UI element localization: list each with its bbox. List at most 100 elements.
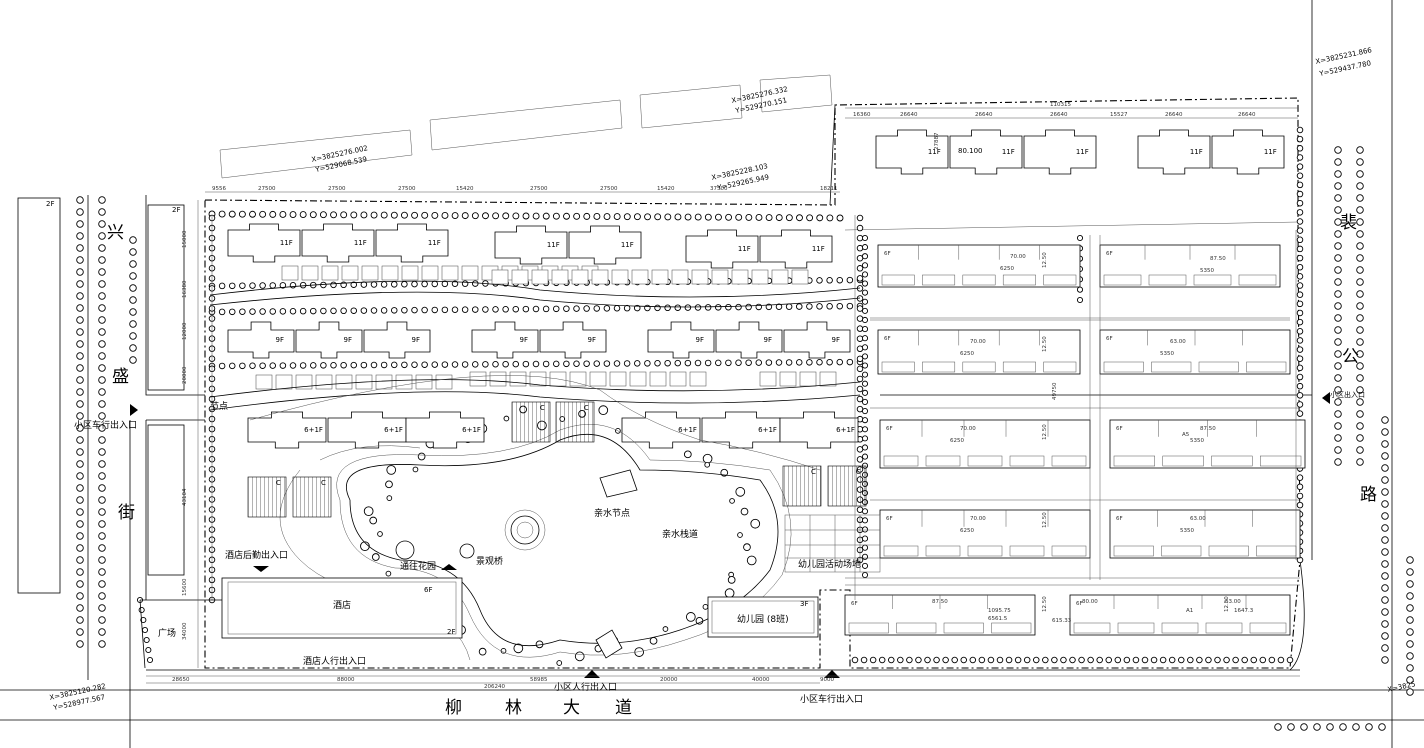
building — [471, 321, 539, 359]
street-tree — [98, 544, 106, 552]
tree — [684, 304, 692, 311]
villa-area: 6250 — [1000, 266, 1014, 272]
tree — [421, 211, 429, 219]
tree — [694, 213, 702, 221]
tree — [310, 362, 317, 369]
tree — [542, 305, 550, 313]
tree — [856, 305, 864, 312]
tree — [542, 360, 550, 368]
tree — [856, 315, 864, 322]
tree — [694, 359, 702, 367]
tree — [1150, 656, 1158, 664]
garage-label: C — [811, 468, 816, 476]
shrub — [702, 453, 713, 464]
parking-bay — [711, 269, 729, 285]
street-tree — [76, 328, 84, 336]
tree — [1051, 656, 1058, 664]
tree — [573, 212, 581, 220]
villa-yard — [1208, 545, 1249, 557]
street-tree — [1334, 338, 1342, 346]
road-south-3: 大 — [563, 698, 580, 718]
street-tree — [76, 304, 84, 312]
building — [783, 321, 851, 359]
tree — [1241, 656, 1248, 664]
building — [494, 225, 568, 265]
tree — [145, 646, 152, 654]
building — [715, 321, 783, 359]
floor-label: 6+1F — [304, 426, 323, 434]
shrub — [743, 543, 751, 552]
tree — [269, 362, 277, 369]
tree — [861, 316, 869, 324]
street-tree — [1334, 254, 1342, 262]
tree — [472, 306, 479, 313]
dim-north: 9556 — [212, 186, 226, 192]
tree — [861, 244, 869, 251]
street-tree — [1334, 146, 1342, 154]
street-tree — [1381, 656, 1389, 664]
floor-label: 6+1F — [462, 426, 481, 434]
tree — [684, 359, 692, 367]
street-tree — [98, 316, 106, 324]
street-tree — [98, 556, 106, 564]
tree — [340, 211, 348, 219]
garden-path-label: 通往花园 — [400, 560, 436, 572]
villa-yard — [896, 622, 937, 634]
tree — [960, 656, 968, 664]
tree — [765, 359, 773, 366]
tree — [299, 281, 307, 289]
street-tree — [98, 340, 106, 348]
tree — [603, 360, 611, 367]
villa-floor: 6F — [1116, 426, 1123, 432]
street-tree — [1381, 416, 1389, 424]
building — [759, 229, 833, 269]
road-east-1: 裴 — [1340, 213, 1357, 233]
tree — [228, 210, 236, 218]
tree — [755, 303, 763, 311]
street-tree — [1381, 596, 1389, 604]
street-tree — [98, 196, 106, 204]
villa-yard — [848, 622, 889, 634]
tree — [856, 385, 864, 393]
tree — [1177, 656, 1185, 664]
tree — [1014, 656, 1022, 664]
villa-yard — [1260, 455, 1302, 467]
villa-yard — [1151, 361, 1192, 373]
east-street-trees — [76, 146, 1414, 731]
tree — [861, 553, 869, 560]
street-tree — [76, 292, 84, 300]
tree — [664, 213, 672, 221]
tree — [140, 616, 147, 624]
kindergarten-building — [707, 596, 819, 638]
villa-area: 6561.5 — [988, 616, 1008, 622]
garage-label: C — [276, 479, 281, 487]
tree — [613, 360, 621, 367]
tree — [138, 606, 145, 614]
tree — [279, 282, 287, 289]
parking-bay — [611, 269, 629, 285]
street-tree — [1356, 278, 1364, 286]
street-tree — [129, 248, 137, 256]
dim-east: 12.50 — [1042, 336, 1048, 352]
dim-west: 20000 — [182, 366, 188, 384]
parking-bay — [779, 371, 797, 387]
tree — [218, 210, 226, 218]
tree — [861, 526, 869, 533]
villa-area: 615.33 — [1052, 618, 1072, 624]
parking-bay — [629, 371, 647, 387]
street-tree — [1339, 723, 1347, 731]
tree — [725, 359, 732, 367]
villa-yard — [881, 274, 915, 286]
street-tree — [76, 460, 84, 468]
tree — [461, 280, 469, 287]
street-tree — [76, 568, 84, 576]
tree — [785, 214, 793, 222]
tree — [146, 656, 154, 664]
street-tree — [1287, 723, 1295, 731]
villa-floor: 6F — [884, 251, 891, 257]
tree — [350, 307, 358, 314]
parking-bay — [669, 371, 687, 387]
street-tree — [1356, 290, 1364, 298]
tree — [279, 211, 287, 218]
